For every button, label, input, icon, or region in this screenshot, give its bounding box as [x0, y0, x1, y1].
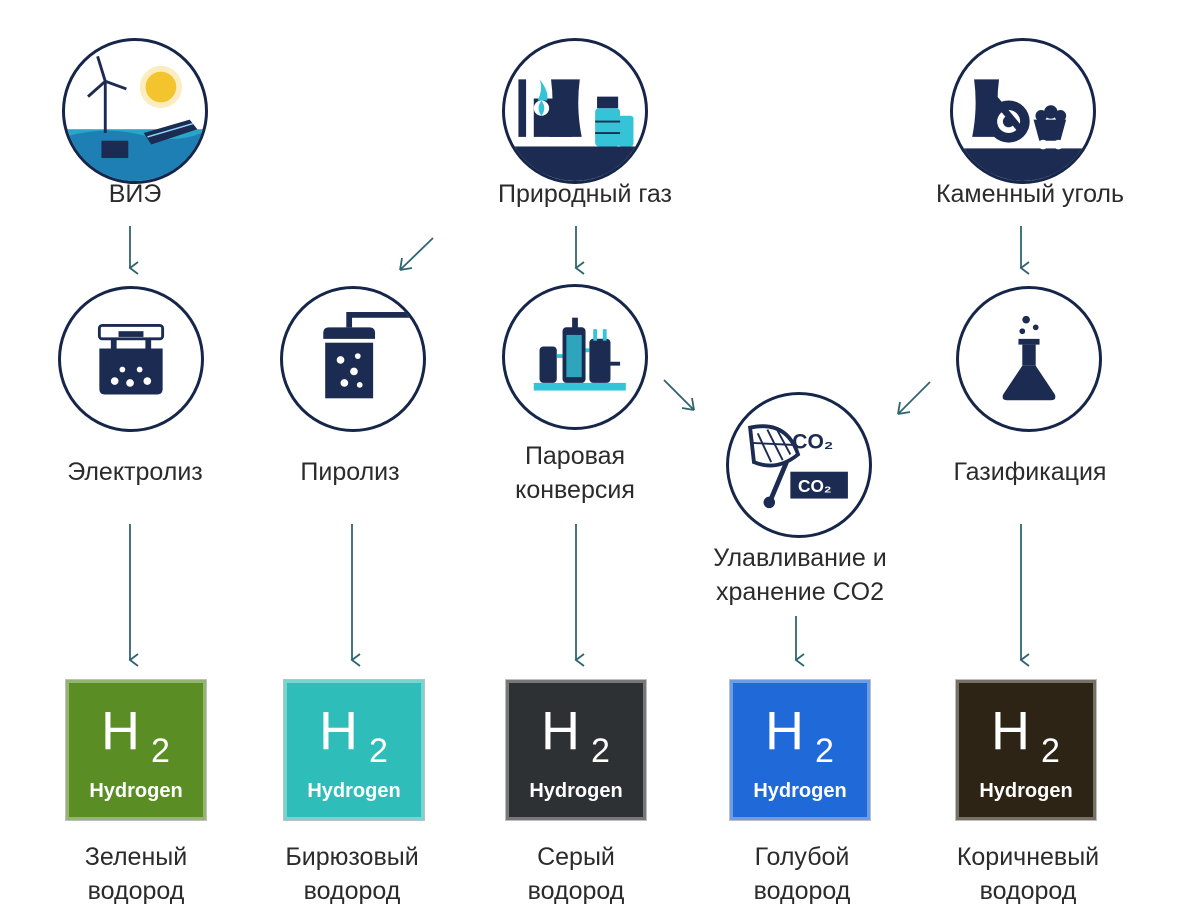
tile-word: Hydrogen [753, 780, 847, 802]
co2-capture-icon: CO₂ CO₂ [747, 424, 848, 509]
caption-blue-line1: Голубой [754, 843, 850, 871]
hydrogen-tile-turquoise: H 2 Hydrogen [283, 679, 425, 821]
pyrolysis-reactor-icon [323, 312, 423, 399]
refinery-icon [533, 317, 626, 391]
caption-grey-line1: Серый [537, 843, 615, 871]
arrow-steam-ccs [663, 379, 695, 411]
tile-subscript: 2 [151, 732, 170, 770]
process-label-steam-reforming-line1: Паровая [524, 442, 626, 470]
caption-turquoise-line1: Бирюзовый [285, 843, 419, 871]
caption-grey-line2: водород [527, 877, 625, 905]
natural-gas-circle [502, 38, 648, 184]
source-label-coal: Каменный уголь [935, 180, 1125, 208]
hydrogen-tile-blue: H 2 Hydrogen [729, 679, 871, 821]
hydrogen-tile-grey: H 2 Hydrogen [505, 679, 647, 821]
hydrogen-tile-brown: H 2 Hydrogen [955, 679, 1097, 821]
ccs-co2-text: CO₂ [792, 431, 833, 454]
process-label-gasification: Газификация [953, 458, 1107, 486]
electrolysis-circle [58, 286, 204, 432]
flask-icon [1002, 315, 1056, 401]
tile-symbol: H [765, 701, 804, 761]
caption-green-line2: водород [87, 877, 185, 905]
process-label-pyrolysis: Пиролиз [300, 458, 400, 486]
tile-symbol: H [991, 701, 1030, 761]
hydrogen-tile-green: H 2 Hydrogen [65, 679, 207, 821]
caption-brown-line2: водород [979, 877, 1077, 905]
gasification-circle [956, 286, 1102, 432]
tile-word: Hydrogen [979, 780, 1073, 802]
tile-symbol: H [319, 701, 358, 761]
tile-symbol: H [101, 701, 140, 761]
arrow-gasification-ccs [897, 381, 931, 415]
tile-word: Hydrogen [529, 780, 623, 802]
process-label-steam-reforming-line2: конверсия [515, 476, 635, 504]
caption-brown-line1: Коричневый [956, 843, 1100, 871]
renewables-circle [62, 38, 208, 184]
tile-subscript: 2 [815, 732, 834, 770]
tile-subscript: 2 [1041, 732, 1060, 770]
gas-plant-icon [505, 79, 645, 181]
coal-circle [950, 38, 1096, 184]
electrolysis-cell-icon [97, 323, 165, 395]
process-label-ccs-line2: хранение CO2 [715, 578, 885, 606]
tile-symbol: H [541, 701, 580, 761]
tile-word: Hydrogen [307, 780, 401, 802]
pyrolysis-circle [280, 286, 426, 432]
source-label-renewables: ВИЭ [108, 180, 162, 208]
process-label-electrolysis: Электролиз [67, 458, 203, 486]
caption-blue-line2: водород [753, 877, 851, 905]
caption-green-line1: Зеленый [84, 843, 188, 871]
process-label-ccs-line1: Улавливание и [713, 544, 887, 572]
tile-subscript: 2 [591, 732, 610, 770]
steam-reforming-circle [502, 284, 648, 430]
ccs-circle: CO₂ CO₂ [726, 392, 872, 538]
ccs-co2-box-text: CO₂ [798, 476, 832, 496]
tile-subscript: 2 [369, 732, 388, 770]
arrow-gas-pyrolysis [399, 237, 434, 271]
tile-word: Hydrogen [89, 780, 183, 802]
caption-turquoise-line2: водород [303, 877, 401, 905]
source-label-natural-gas: Природный газ [497, 180, 673, 208]
